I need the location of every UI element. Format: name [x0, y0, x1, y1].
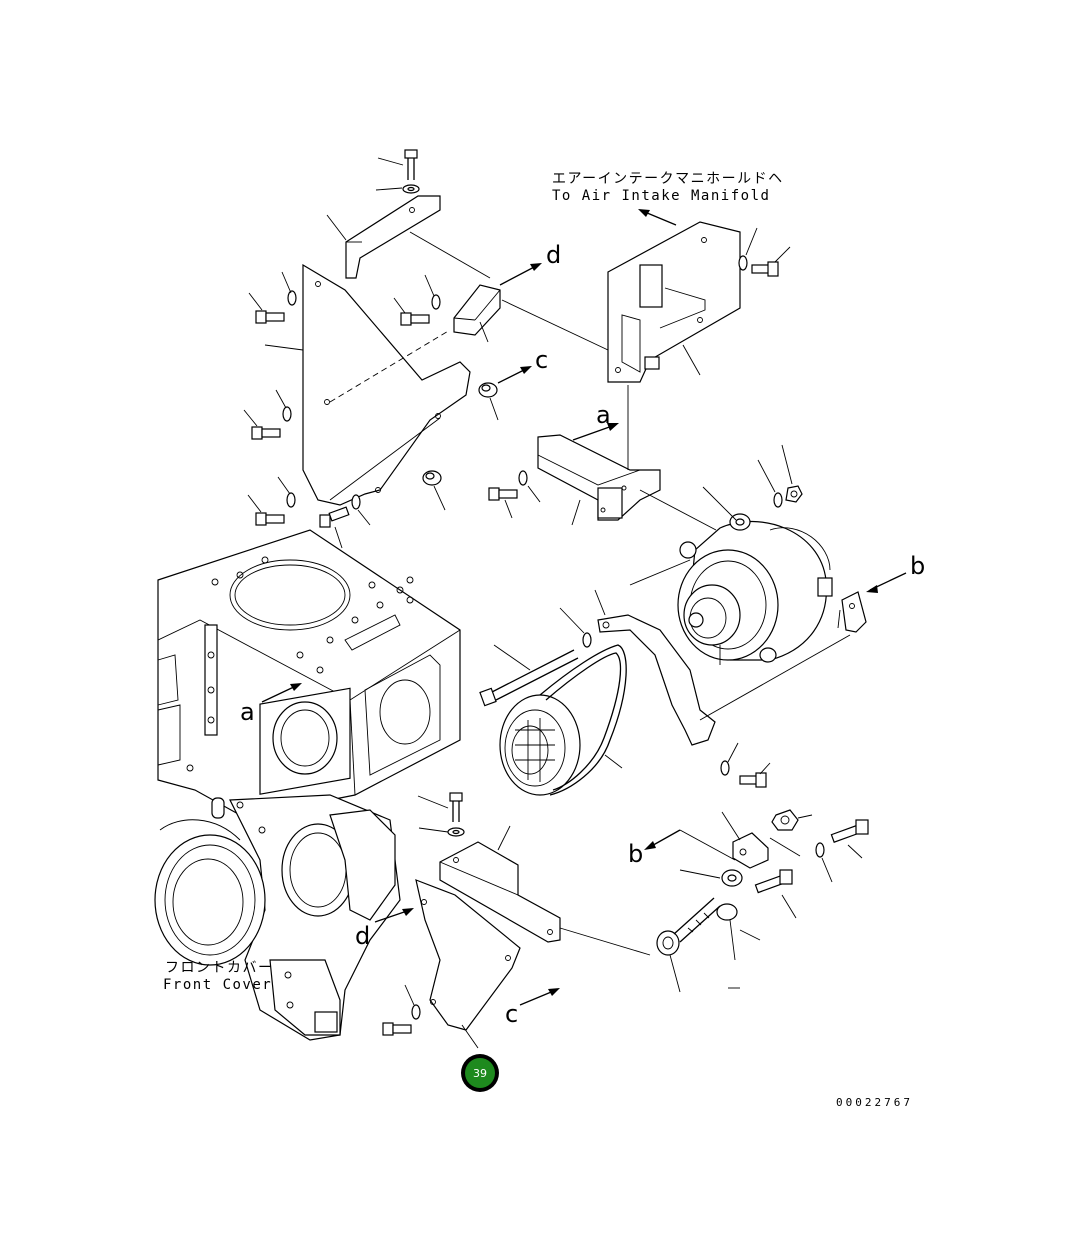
left-cover-plate: [264, 263, 471, 506]
adjust-washer-right: [815, 842, 833, 883]
page-number-badge: 39: [461, 1054, 499, 1092]
adjust-block: [721, 811, 769, 869]
v-belt: [539, 644, 627, 796]
cylinder-block: [157, 529, 461, 831]
washer-left-2: [275, 389, 292, 422]
upper-l-bracket: [326, 195, 491, 279]
svg-text:d: d: [355, 922, 370, 950]
bolt-strap: [739, 762, 771, 788]
spacer-upper: [478, 382, 499, 421]
svg-text:a: a: [596, 401, 611, 429]
adjust-bolt-right: [830, 819, 869, 859]
washer-block: [424, 274, 441, 310]
lower-cover-plate: [415, 879, 521, 1049]
washer-manifold: [738, 227, 758, 271]
svg-text:c: c: [505, 1000, 518, 1028]
fan-pulley: [499, 694, 581, 796]
bolt-manifold: [751, 246, 791, 277]
front-cover-label-jp: フロントカバー: [165, 960, 274, 976]
bolt-left-1: [248, 292, 285, 324]
bolt-channel: [488, 487, 518, 519]
air-intake-label-jp: エアーインテークマニホールドヘ: [552, 171, 784, 187]
washer-left-3: [277, 476, 296, 508]
callout-a-upper: a: [572, 401, 619, 441]
adjust-washer-lower: [679, 869, 743, 887]
adjust-spacer: [716, 903, 738, 961]
long-through-bolt: [479, 644, 579, 707]
manifold-bracket: [501, 221, 741, 383]
svg-text:39: 39: [473, 1067, 487, 1080]
svg-text:d: d: [546, 241, 561, 269]
washer-long-bolt: [559, 607, 592, 648]
alternator-washer: [757, 459, 783, 508]
bolt-block: [393, 297, 430, 326]
lower-washer: [418, 827, 465, 837]
washer-left-1: [281, 271, 297, 306]
air-intake-arrow: [638, 209, 677, 226]
bolt-lower-plate: [382, 1022, 412, 1036]
washer-lower-plate: [404, 984, 421, 1020]
lower-bolt: [417, 792, 463, 822]
small-block: [453, 284, 501, 343]
callout-a-lower: a: [240, 683, 302, 726]
callout-d-lower: d: [355, 908, 414, 950]
adjust-nut: [769, 809, 813, 857]
air-intake-label-en: To Air Intake Manifold: [552, 188, 770, 204]
washer-channel: [518, 470, 541, 503]
front-cover: [154, 764, 401, 1041]
bolt-left-3: [247, 494, 285, 526]
top-washer: [375, 184, 420, 194]
callout-c-upper: c: [497, 346, 548, 384]
svg-text:b: b: [910, 552, 925, 580]
svg-text:c: c: [535, 346, 548, 374]
front-cover-label-en: Front Cover: [163, 977, 272, 993]
terminal-bracket: [837, 591, 867, 633]
eye-bolt: [656, 897, 761, 993]
badge-fill: [465, 1058, 495, 1088]
spacer-lower: [422, 470, 446, 511]
callout-b-right: b: [866, 552, 925, 593]
alternator: [629, 486, 833, 665]
bolt-left-2: [243, 409, 281, 440]
washer-left-4: [351, 494, 371, 526]
lower-l-bracket: [439, 825, 651, 956]
catalog-number: 00022767: [836, 1096, 913, 1109]
channel-bracket: [537, 385, 717, 531]
svg-text:a: a: [240, 698, 255, 726]
adjusting-strap: [594, 589, 851, 746]
bolt-left-4: [319, 506, 350, 549]
callout-c-lower: c: [505, 988, 560, 1028]
adjust-bolt-lower: [754, 869, 797, 919]
top-bolt: [377, 149, 418, 180]
alternator-nut: [781, 444, 803, 503]
callout-b-lower: b: [628, 829, 736, 868]
svg-text:b: b: [628, 840, 643, 868]
callout-d-upper: d: [499, 241, 561, 286]
washer-strap: [720, 742, 739, 776]
